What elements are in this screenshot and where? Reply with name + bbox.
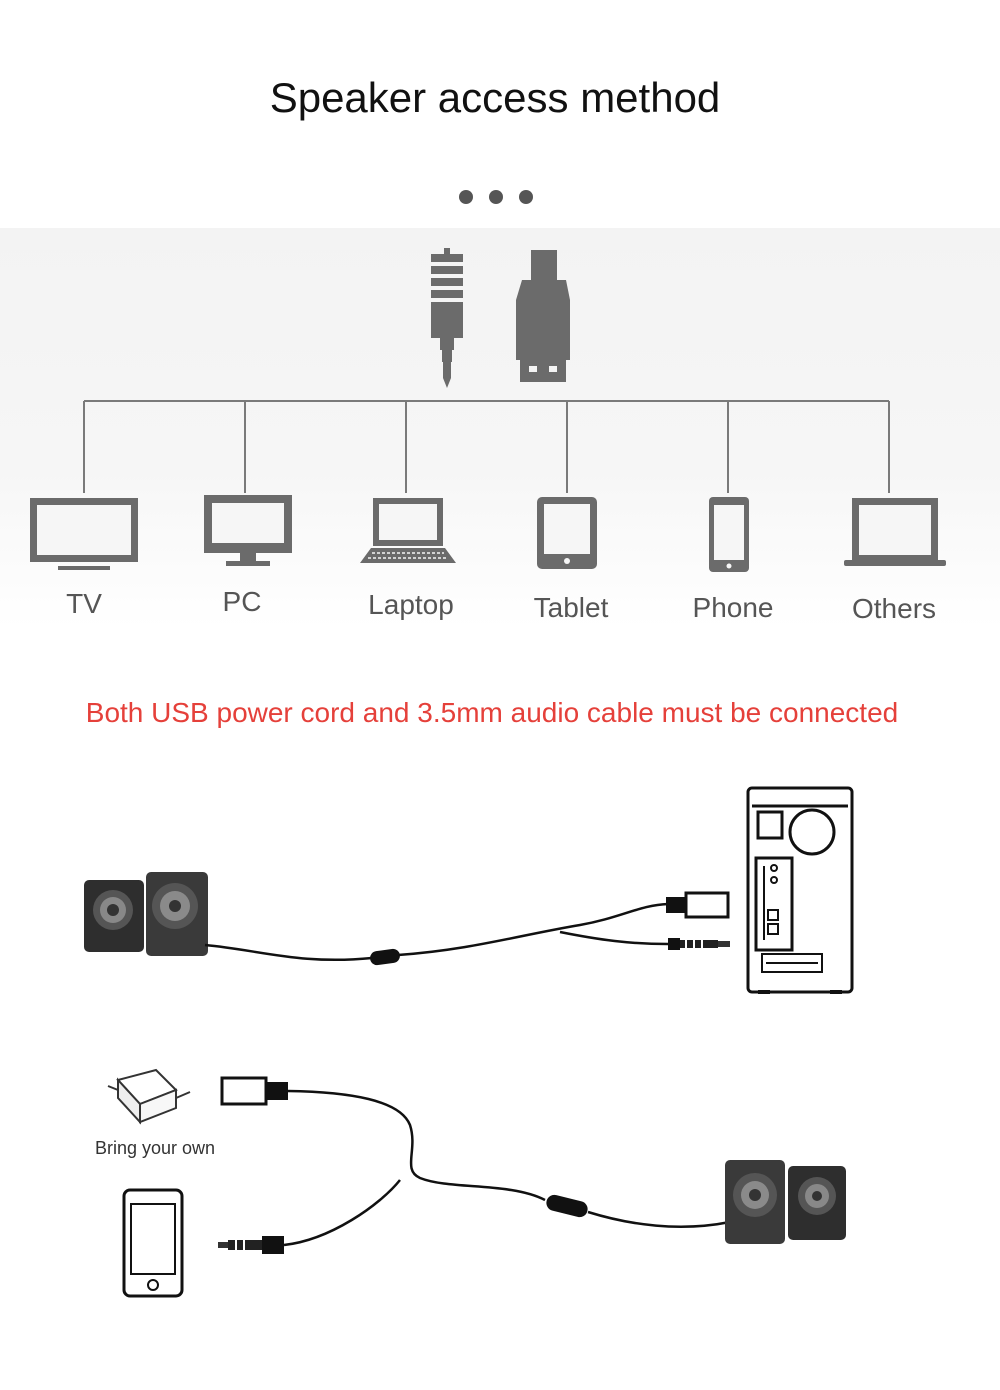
speaker-cable (283, 1089, 731, 1247)
device-label-laptop: Laptop (368, 589, 454, 620)
tv-icon (30, 498, 138, 570)
monitor-icon (204, 495, 292, 566)
bring-your-own-label: Bring your own (94, 1138, 216, 1158)
audio-jack-icon (431, 248, 463, 388)
device-label-tablet: Tablet (533, 592, 609, 623)
usb-charger-icon (107, 1068, 191, 1125)
speaker-cable (204, 902, 669, 962)
inline-switch-icon (370, 948, 400, 966)
device-label-phone: Phone (692, 592, 774, 623)
device-label-others: Others (851, 593, 937, 624)
tablet-icon (537, 497, 597, 569)
inline-switch-icon (546, 1194, 588, 1218)
speaker-pair-icon (725, 1160, 846, 1244)
pc-tower-icon (746, 786, 854, 994)
audio-jack-icon (668, 938, 730, 950)
page-title: Speaker access method (269, 74, 721, 121)
warning-note: Both USB power cord and 3.5mm audio cabl… (85, 697, 899, 728)
audio-jack-icon (218, 1236, 284, 1254)
dot (489, 190, 503, 204)
dot (459, 190, 473, 204)
devices-background-band (0, 228, 1000, 628)
speaker-pair-icon (84, 872, 208, 956)
laptop-icon (844, 498, 946, 566)
phone-icon (122, 1188, 184, 1298)
device-label-tv: TV (66, 588, 102, 619)
usb-plug-icon (516, 250, 570, 382)
device-label-pc: PC (222, 586, 262, 617)
connection-tree (83, 400, 890, 493)
ellipsis-dots (459, 190, 533, 204)
phone-icon (709, 497, 749, 572)
usb-plug-icon (666, 891, 730, 919)
dot (519, 190, 533, 204)
laptop-icon (360, 498, 456, 563)
usb-plug-icon (220, 1076, 288, 1106)
